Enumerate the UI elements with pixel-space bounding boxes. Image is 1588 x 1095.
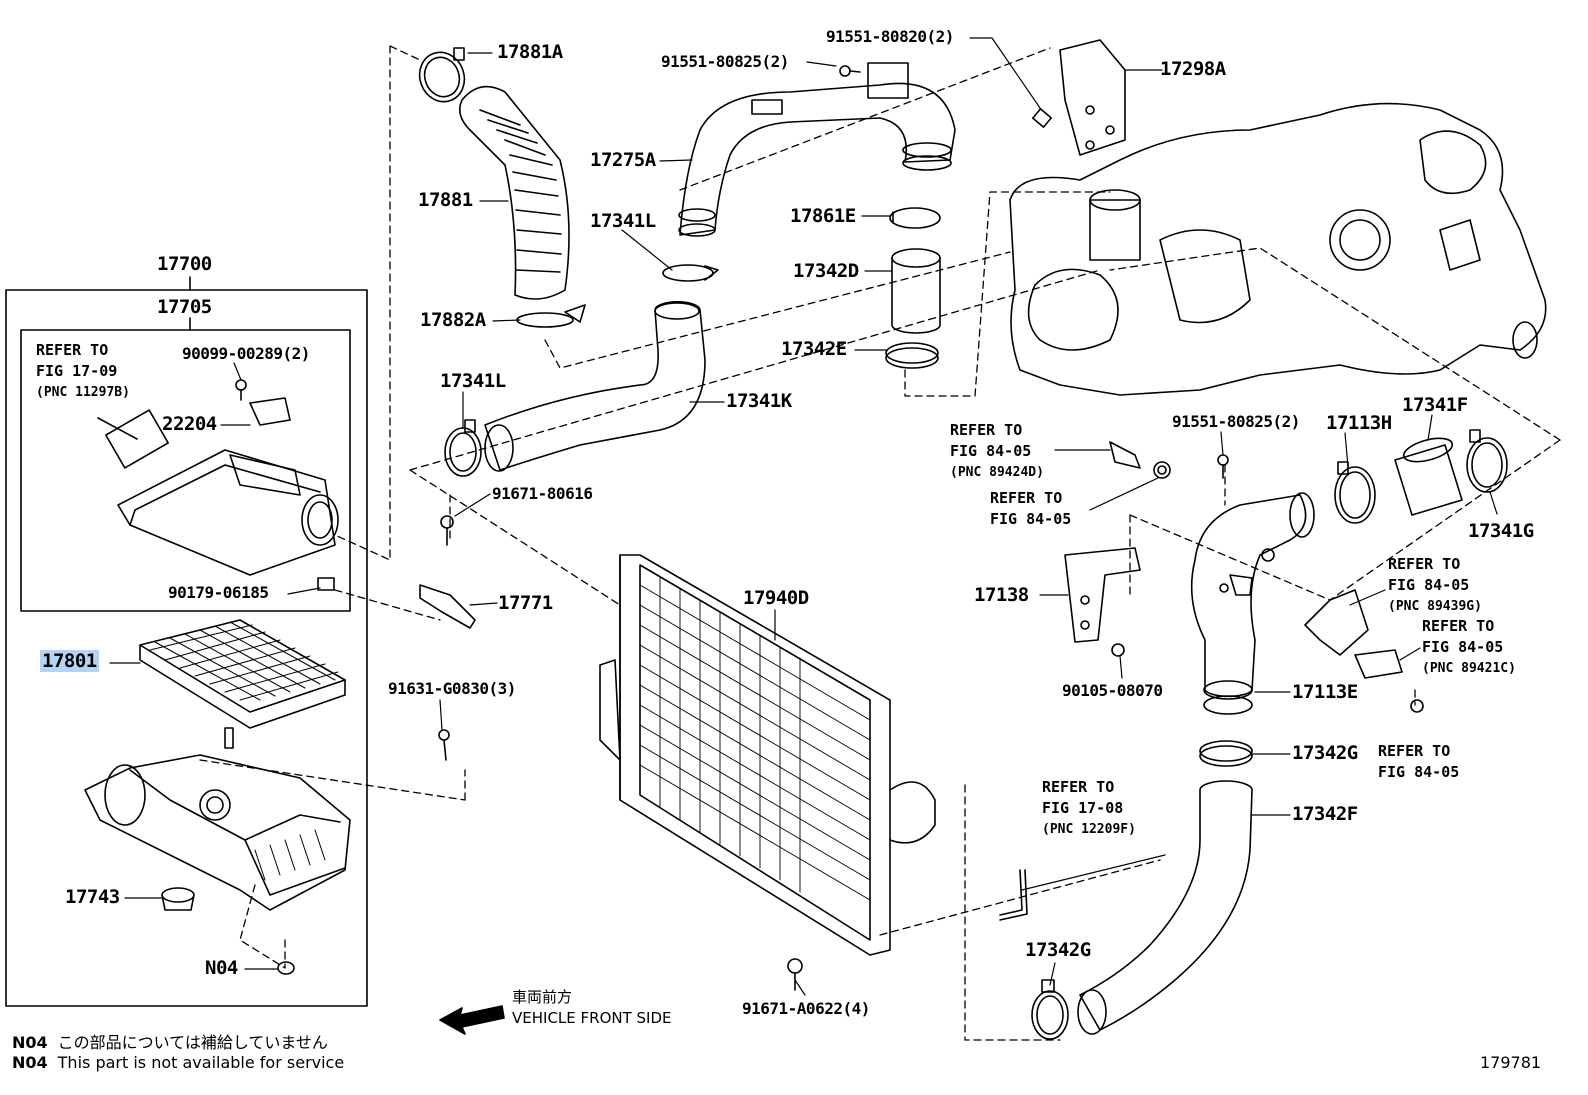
part-91671-80616[interactable]: 91671-80616: [492, 484, 593, 503]
part-17881[interactable]: 17881: [418, 189, 473, 211]
figure-number: 179781: [1480, 1053, 1542, 1072]
footnote-jp: N04 この部品については補給していません: [12, 1029, 328, 1053]
refer-line1: REFER TO: [990, 489, 1063, 507]
vehicle-front-en: VEHICLE FRONT SIDE: [512, 1009, 672, 1027]
part-17801-highlight: 17801: [40, 650, 99, 672]
part-17342E[interactable]: 17342E: [781, 338, 847, 360]
part-17342G-bottom[interactable]: 17342G: [1025, 939, 1091, 961]
refer-fig-84-05-c: REFER TO FIG 84-05 (PNC 89439G): [1388, 554, 1482, 617]
footnote-code: N04: [12, 1033, 48, 1052]
part-91551-80820[interactable]: 91551-80820(2): [826, 27, 954, 46]
part-17113E[interactable]: 17113E: [1292, 681, 1358, 703]
refer-fig-84-05-e: REFER TO FIG 84-05: [1378, 741, 1459, 783]
refer-line2: FIG 84-05: [950, 442, 1032, 460]
refer-pnc: (PNC 12209F): [1042, 822, 1136, 837]
assembly-label-17705: 17705: [157, 296, 212, 318]
part-17138[interactable]: 17138: [974, 584, 1029, 606]
part-17275A[interactable]: 17275A: [590, 149, 656, 171]
footnote-text: この部品については補給していません: [57, 1033, 328, 1052]
footnote-text: This part is not available for service: [57, 1053, 345, 1072]
part-91551-80825-right[interactable]: 91551-80825(2): [1172, 412, 1300, 431]
vehicle-front-label: 車両前方 VEHICLE FRONT SIDE: [512, 987, 672, 1029]
part-17882A[interactable]: 17882A: [420, 309, 486, 331]
refer-line1: REFER TO: [1042, 778, 1115, 796]
part-17341L-bottom[interactable]: 17341L: [440, 370, 506, 392]
part-17342G-top[interactable]: 17342G: [1292, 742, 1358, 764]
vehicle-front-jp: 車両前方: [512, 988, 573, 1006]
part-91671-A0622[interactable]: 91671-A0622(4): [742, 999, 870, 1018]
part-17801[interactable]: 17801: [40, 650, 99, 672]
part-17298A[interactable]: 17298A: [1160, 58, 1226, 80]
part-90105-08070[interactable]: 90105-08070: [1062, 681, 1163, 700]
footnote-code: N04: [12, 1053, 48, 1072]
part-17743[interactable]: 17743: [65, 886, 120, 908]
part-91631-G0830[interactable]: 91631-G0830(3): [388, 679, 516, 698]
front-arrow-icon: [439, 1005, 505, 1035]
part-91551-80825-top[interactable]: 91551-80825(2): [661, 52, 789, 71]
part-90179-06185[interactable]: 90179-06185: [168, 583, 269, 602]
part-17342F[interactable]: 17342F: [1292, 803, 1358, 825]
refer-pnc: (PNC 11297B): [36, 385, 130, 400]
refer-line1: REFER TO: [36, 341, 109, 359]
part-17940D[interactable]: 17940D: [743, 587, 809, 609]
refer-line2: FIG 84-05: [990, 510, 1072, 528]
refer-line2: FIG 84-05: [1422, 638, 1504, 656]
refer-line2: FIG 17-09: [36, 362, 118, 380]
assembly-label-17700: 17700: [157, 253, 212, 275]
refer-line1: REFER TO: [1378, 742, 1451, 760]
part-17113H[interactable]: 17113H: [1326, 412, 1392, 434]
refer-line2: FIG 84-05: [1378, 763, 1460, 781]
refer-fig-17-08: REFER TO FIG 17-08 (PNC 12209F): [1042, 777, 1136, 840]
part-17341K[interactable]: 17341K: [726, 390, 792, 412]
refer-line2: FIG 84-05: [1388, 576, 1470, 594]
part-17881A[interactable]: 17881A: [497, 41, 563, 63]
part-22204[interactable]: 22204: [162, 413, 217, 435]
refer-fig-84-05-d: REFER TO FIG 84-05 (PNC 89421C): [1422, 616, 1516, 679]
footnote-en: N04 This part is not available for servic…: [12, 1053, 344, 1072]
part-17342D[interactable]: 17342D: [793, 260, 859, 282]
refer-line2: FIG 17-08: [1042, 799, 1124, 817]
refer-line1: REFER TO: [1422, 617, 1495, 635]
refer-pnc: (PNC 89421C): [1422, 661, 1516, 676]
part-17861E[interactable]: 17861E: [790, 205, 856, 227]
refer-pnc: (PNC 89424D): [950, 465, 1044, 480]
part-90099-00289[interactable]: 90099-00289(2): [182, 344, 310, 363]
part-17771[interactable]: 17771: [498, 592, 553, 614]
refer-fig-17-09: REFER TO FIG 17-09 (PNC 11297B): [36, 340, 130, 403]
refer-fig-84-05-b: REFER TO FIG 84-05: [990, 488, 1071, 530]
part-17341L-top[interactable]: 17341L: [590, 210, 656, 232]
refer-pnc: (PNC 89439G): [1388, 599, 1482, 614]
part-17341G[interactable]: 17341G: [1468, 520, 1534, 542]
refer-fig-84-05-a: REFER TO FIG 84-05 (PNC 89424D): [950, 420, 1044, 483]
assembly-box-17700: [5, 289, 368, 1007]
part-N04[interactable]: N04: [205, 957, 238, 979]
refer-line1: REFER TO: [1388, 555, 1461, 573]
assembly-box-17705: [20, 329, 351, 612]
part-17341F[interactable]: 17341F: [1402, 394, 1468, 416]
refer-line1: REFER TO: [950, 421, 1023, 439]
